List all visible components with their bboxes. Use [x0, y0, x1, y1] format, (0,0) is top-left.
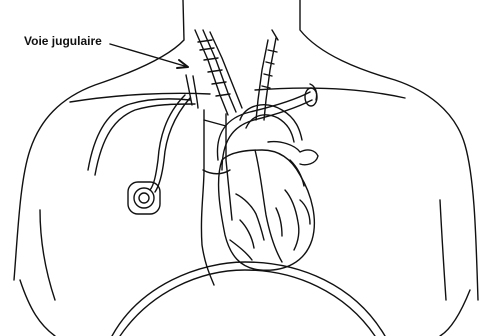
port-device: [128, 182, 160, 214]
vena-cava: [201, 110, 232, 285]
diaphragm-outline: [112, 262, 385, 336]
jugular-label: Voie jugulaire: [24, 34, 102, 48]
torso-outline: [14, 0, 478, 336]
heart: [219, 142, 318, 271]
jugular-veins: [195, 30, 242, 115]
aortic-arch: [217, 84, 317, 170]
catheter-line: [88, 75, 198, 192]
